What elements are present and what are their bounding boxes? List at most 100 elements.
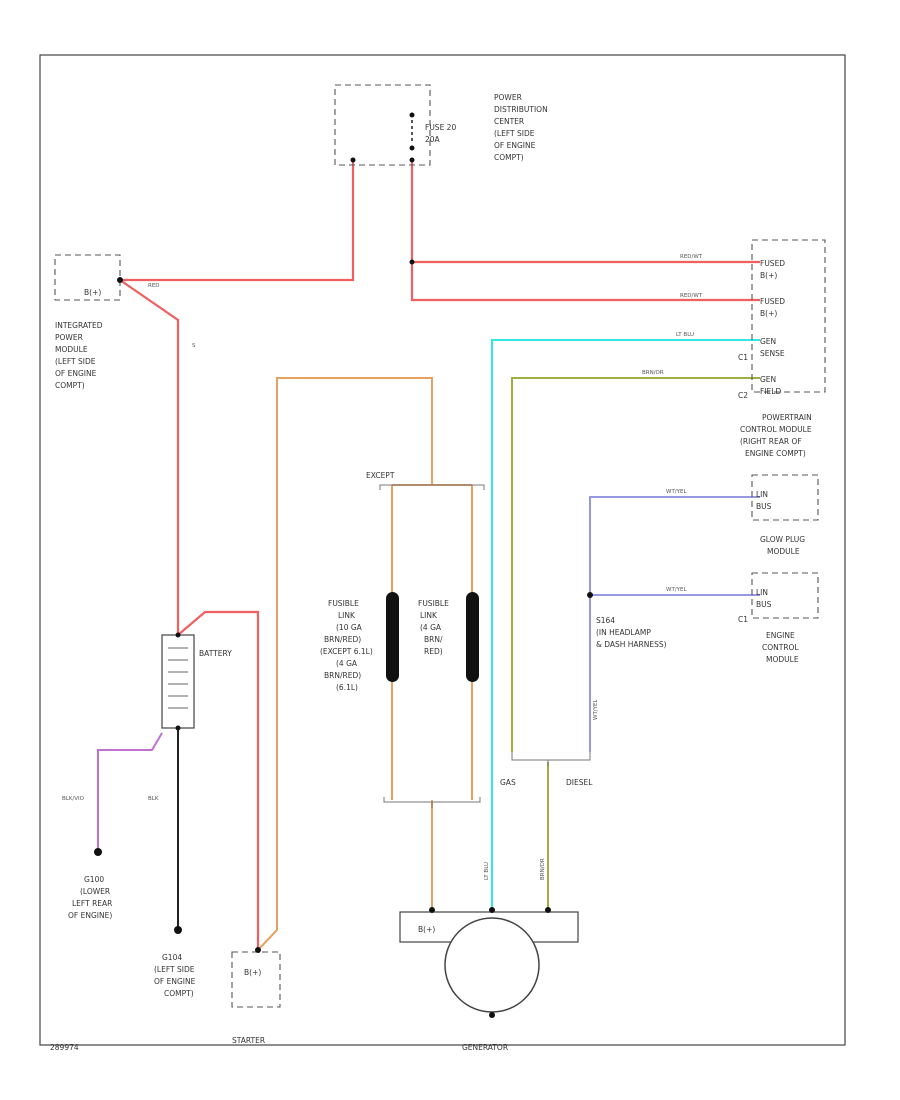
ground-g104-point: [174, 926, 182, 934]
svg-text:OF ENGINE: OF ENGINE: [494, 141, 536, 150]
svg-text:GEN: GEN: [760, 375, 776, 384]
svg-text:BUS: BUS: [756, 600, 772, 609]
ground-g104-label: G104 (LEFT SIDE OF ENGINE COMPT): [154, 953, 196, 998]
svg-text:BRN/: BRN/: [424, 635, 443, 644]
svg-text:S: S: [192, 343, 196, 349]
svg-text:(6.1L): (6.1L): [336, 683, 358, 692]
svg-text:20A: 20A: [425, 135, 441, 144]
svg-text:FUSIBLE: FUSIBLE: [328, 599, 359, 608]
svg-text:& DASH HARNESS): & DASH HARNESS): [596, 640, 667, 649]
svg-text:(LEFT SIDE: (LEFT SIDE: [154, 965, 195, 974]
glow-plug-box: [751, 474, 819, 521]
svg-text:DISTRIBUTION: DISTRIBUTION: [494, 105, 548, 114]
svg-text:BLK/VIO: BLK/VIO: [62, 796, 85, 802]
svg-text:(IN HEADLAMP: (IN HEADLAMP: [596, 628, 651, 637]
svg-text:FUSED: FUSED: [760, 259, 785, 268]
svg-text:C2: C2: [738, 391, 748, 400]
svg-text:BRN/OR: BRN/OR: [540, 858, 546, 880]
generator-bplus-label: B(+): [418, 925, 435, 934]
except-label: EXCEPT: [366, 471, 395, 480]
svg-text:WT/YEL: WT/YEL: [593, 699, 599, 720]
diesel-label: DIESEL: [566, 778, 593, 787]
svg-text:G100: G100: [84, 875, 104, 884]
fusible-link-left-label: FUSIBLE LINK (10 GA BRN/RED) (EXCEPT 6.1…: [320, 599, 373, 692]
violet-wires: [589, 496, 760, 752]
svg-text:MODULE: MODULE: [55, 345, 88, 354]
svg-text:FUSIBLE: FUSIBLE: [418, 599, 449, 608]
svg-text:(EXCEPT 6.1L): (EXCEPT 6.1L): [320, 647, 373, 656]
starter-bplus-label: B(+): [244, 968, 261, 977]
pcm-label: POWERTRAIN CONTROL MODULE (RIGHT REAR OF…: [740, 413, 812, 458]
ecm-box: [751, 572, 819, 619]
svg-text:C1: C1: [738, 353, 748, 362]
svg-text:G104: G104: [162, 953, 182, 962]
svg-text:B(+): B(+): [760, 271, 777, 280]
starter-box: [231, 951, 281, 1008]
svg-text:WT/YEL: WT/YEL: [666, 587, 687, 593]
svg-text:FUSED: FUSED: [760, 297, 785, 306]
svg-text:CENTER: CENTER: [494, 117, 524, 126]
svg-text:OF ENGINE: OF ENGINE: [154, 977, 196, 986]
olive-wire: [511, 377, 760, 752]
pdc-label: POWER DISTRIBUTION CENTER (LEFT SIDE OF …: [494, 93, 548, 162]
svg-text:MODULE: MODULE: [766, 655, 799, 664]
svg-text:(LOWER: (LOWER: [80, 887, 110, 896]
ground-g100-label: G100 (LOWER LEFT REAR OF ENGINE): [68, 875, 112, 920]
orange-wires: [257, 377, 473, 951]
ipm-box: [54, 254, 121, 301]
battery-label: BATTERY: [199, 649, 232, 658]
svg-text:FUSE 20: FUSE 20: [425, 123, 456, 132]
svg-text:C1: C1: [738, 615, 748, 624]
svg-text:RED): RED): [424, 647, 443, 656]
svg-text:COMPT): COMPT): [494, 153, 524, 162]
svg-text:LEFT REAR: LEFT REAR: [72, 899, 112, 908]
svg-text:CONTROL MODULE: CONTROL MODULE: [740, 425, 812, 434]
pcm-pin-labels: FUSED B(+) FUSED B(+) GEN SENSE GEN FIEL…: [760, 259, 785, 396]
connector-labels: C1 C2 C1: [738, 353, 748, 624]
svg-text:CONTROL: CONTROL: [762, 643, 799, 652]
svg-text:BRN/OR: BRN/OR: [642, 370, 664, 376]
fusible-link-right-label: FUSIBLE LINK (4 GA BRN/ RED): [418, 599, 449, 656]
pdc-box: [334, 84, 431, 166]
generator-label: GENERATOR: [462, 1043, 508, 1052]
svg-text:ENGINE: ENGINE: [766, 631, 795, 640]
svg-text:MODULE: MODULE: [767, 547, 800, 556]
diagram-frame: [39, 54, 846, 1046]
svg-text:RED: RED: [148, 283, 160, 289]
generator-symbol: [444, 917, 540, 1013]
svg-text:RED/WT: RED/WT: [680, 293, 703, 299]
svg-text:COMPT): COMPT): [55, 381, 85, 390]
wire-labels: RED S RED/WT RED/WT LT BLU BRN/OR WT/YEL…: [62, 254, 703, 802]
svg-text:GEN: GEN: [760, 337, 776, 346]
svg-text:BRN/RED): BRN/RED): [324, 671, 361, 680]
glow-plug-label: LIN BUS GLOW PLUG MODULE: [756, 490, 805, 556]
svg-text:OF ENGINE): OF ENGINE): [68, 911, 112, 920]
svg-text:B(+): B(+): [760, 309, 777, 318]
svg-text:POWERTRAIN: POWERTRAIN: [762, 413, 812, 422]
ipm-label: INTEGRATED POWER MODULE (LEFT SIDE OF EN…: [55, 321, 103, 390]
fuse-label: FUSE 20 20A: [425, 123, 456, 144]
svg-text:POWER: POWER: [494, 93, 522, 102]
svg-text:FIELD: FIELD: [760, 387, 781, 396]
battery-symbol: [161, 634, 195, 729]
red-wires: [119, 160, 760, 950]
svg-text:POWER: POWER: [55, 333, 83, 342]
svg-text:WT/YEL: WT/YEL: [666, 489, 687, 495]
ground-g100-point: [94, 848, 102, 856]
svg-text:GLOW PLUG: GLOW PLUG: [760, 535, 805, 544]
gas-label: GAS: [500, 778, 516, 787]
ipm-bplus-label: B(+): [84, 288, 101, 297]
svg-text:LIN: LIN: [756, 588, 768, 597]
svg-text:S164: S164: [596, 616, 615, 625]
svg-text:LIN: LIN: [756, 490, 768, 499]
ecm-label: LIN BUS ENGINE CONTROL MODULE: [756, 588, 799, 664]
svg-text:COMPT): COMPT): [164, 989, 194, 998]
svg-text:LINK: LINK: [420, 611, 438, 620]
svg-text:INTEGRATED: INTEGRATED: [55, 321, 103, 330]
svg-text:ENGINE COMPT): ENGINE COMPT): [745, 449, 806, 458]
splice-label: S164 (IN HEADLAMP & DASH HARNESS): [596, 616, 667, 649]
svg-text:(LEFT SIDE: (LEFT SIDE: [494, 129, 535, 138]
fusible-link-left: [386, 592, 399, 682]
svg-text:SENSE: SENSE: [760, 349, 785, 358]
